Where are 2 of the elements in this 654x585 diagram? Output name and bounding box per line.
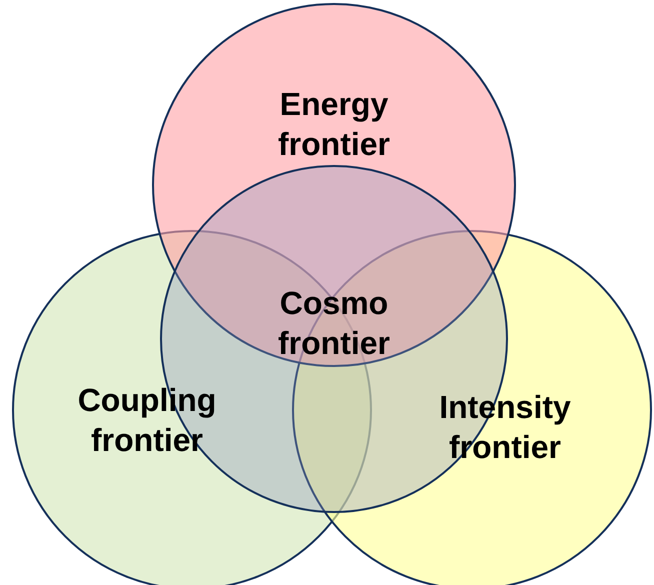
circle-label: Cosmo frontier xyxy=(277,284,391,363)
circle-label: Energy frontier xyxy=(277,85,391,164)
